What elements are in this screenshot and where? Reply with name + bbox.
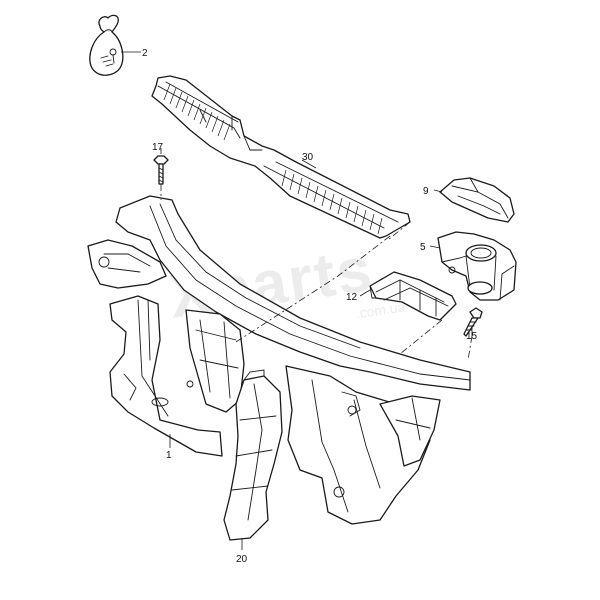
callout-5[interactable]: 5 (420, 242, 426, 253)
callout-20[interactable]: 20 (236, 554, 248, 565)
air-guide-channel-part[interactable] (369, 271, 457, 321)
callout-12[interactable]: 12 (346, 292, 358, 303)
callout-30[interactable]: 30 (302, 152, 314, 163)
air-guide-cap-part[interactable] (439, 177, 515, 223)
leader-lines (121, 51, 473, 550)
bolt-part[interactable] (153, 155, 169, 185)
assembly-lines (160, 184, 473, 361)
front-panel-carrier-part[interactable] (87, 195, 471, 525)
callout-17[interactable]: 17 (152, 142, 164, 153)
watermark-sub: .com.ua (355, 299, 407, 322)
air-duct-housing-part[interactable] (437, 231, 517, 301)
callout-2[interactable]: 2 (142, 48, 148, 59)
upper-cover-panel-part[interactable] (151, 75, 411, 239)
callout-9[interactable]: 9 (423, 186, 429, 197)
callout-1[interactable]: 1 (166, 450, 172, 461)
callout-15[interactable]: 15 (466, 331, 478, 342)
side-air-deflector-part[interactable] (223, 369, 283, 541)
screw-part[interactable] (463, 307, 483, 337)
fastener-bag-part[interactable] (89, 14, 124, 76)
callouts: 2 30 17 9 5 12 15 1 20 (142, 48, 478, 565)
